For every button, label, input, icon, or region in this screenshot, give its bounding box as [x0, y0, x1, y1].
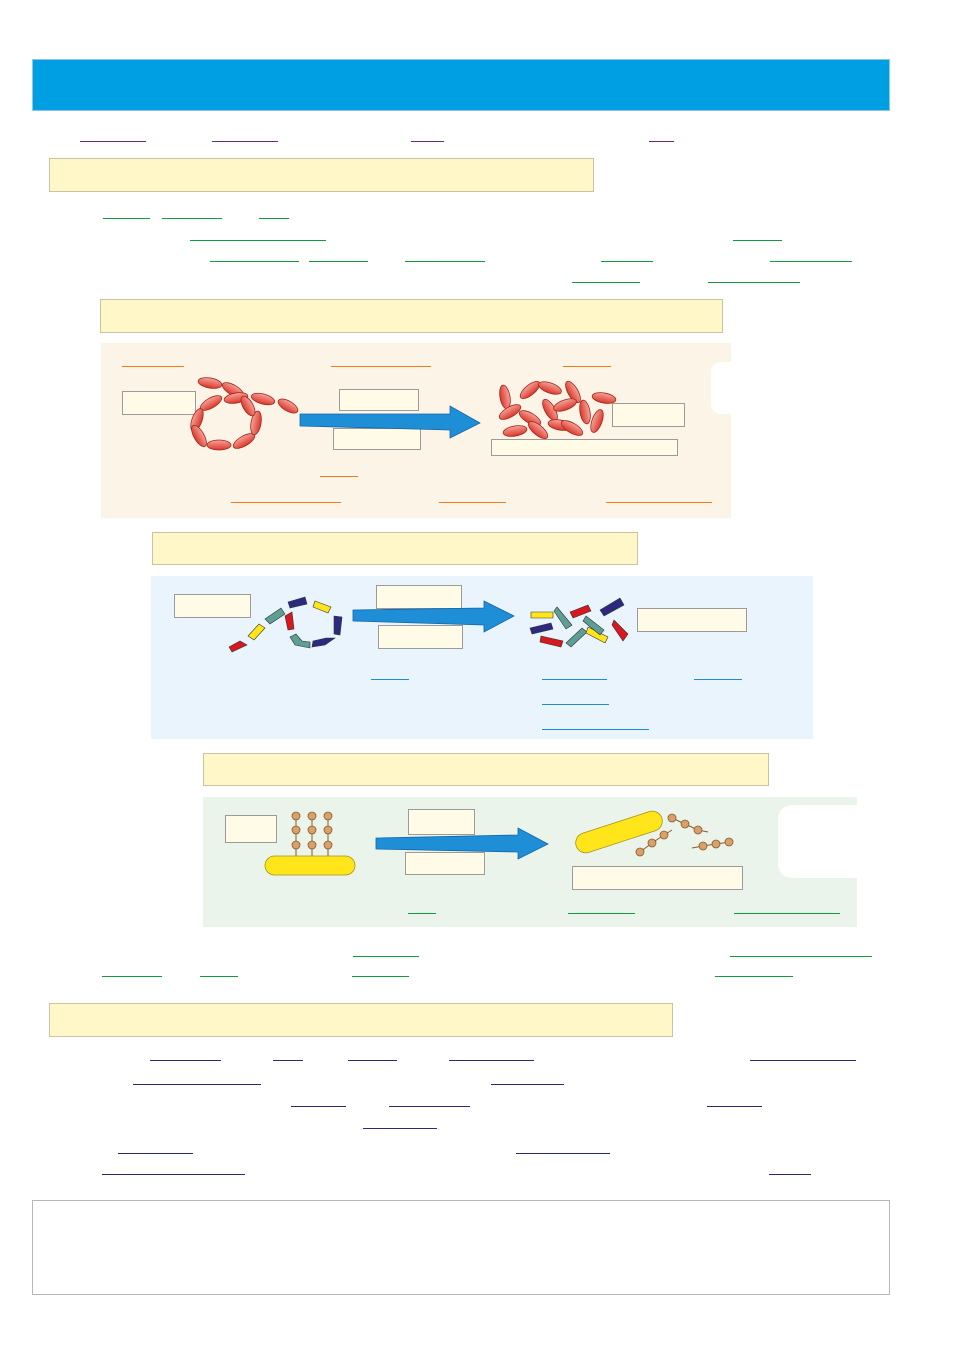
section-heading	[100, 299, 723, 333]
blank-line	[405, 261, 485, 262]
blank-line	[733, 240, 782, 241]
blank-line	[363, 1128, 437, 1129]
label-box	[572, 866, 743, 890]
label-box	[408, 809, 475, 835]
blank-line	[210, 261, 299, 262]
blank-line	[563, 366, 611, 367]
label-box	[612, 403, 685, 427]
blank-line	[715, 976, 793, 977]
label-box	[333, 428, 421, 450]
blank-line	[118, 1153, 193, 1154]
blank-line	[200, 976, 238, 977]
blank-line	[606, 502, 712, 503]
header-bar	[32, 59, 890, 111]
blank-line	[542, 679, 607, 680]
blank-line	[408, 913, 436, 914]
blank-line	[516, 1153, 610, 1154]
blank-line	[707, 1106, 762, 1107]
blank-line	[734, 913, 840, 914]
blank-line	[162, 218, 222, 219]
monomer-cluster-illustration	[498, 380, 617, 440]
panel-tab	[778, 805, 857, 878]
section-heading	[49, 1003, 673, 1037]
blank-line	[259, 218, 289, 219]
blank-line	[80, 141, 146, 142]
blank-line	[190, 240, 326, 241]
blank-line	[150, 1060, 221, 1061]
arrow-icon	[352, 600, 515, 633]
blank-line	[542, 704, 609, 705]
blank-line	[750, 1060, 856, 1061]
blank-line	[273, 1060, 303, 1061]
blank-line	[649, 141, 674, 142]
blank-line	[770, 261, 852, 262]
blank-line	[491, 1084, 564, 1085]
label-box	[378, 625, 463, 649]
section-heading	[203, 753, 769, 786]
blank-line	[542, 729, 649, 730]
blank-line	[352, 976, 409, 977]
blank-line	[122, 366, 184, 367]
label-box	[122, 391, 196, 415]
diagram-panel-secondary	[151, 576, 813, 739]
polymer-chain-illustration	[228, 596, 343, 653]
blank-line	[769, 1174, 811, 1175]
released-chains-illustration	[575, 810, 734, 857]
blank-line	[572, 282, 640, 283]
blank-line	[730, 956, 872, 957]
blank-line	[102, 976, 162, 977]
label-box	[637, 608, 747, 632]
rod-with-chains-illustration	[264, 811, 356, 876]
monomer-cluster-illustration	[529, 597, 629, 648]
notes-box	[32, 1200, 890, 1295]
blank-line	[102, 1174, 245, 1175]
label-box	[225, 815, 277, 843]
blank-line	[231, 502, 341, 503]
arrow-icon	[299, 405, 481, 439]
blank-line	[309, 261, 368, 262]
blank-line	[103, 218, 150, 219]
blank-line	[331, 366, 431, 367]
label-box	[174, 594, 251, 618]
section-heading	[152, 532, 638, 565]
blank-line	[348, 1060, 397, 1061]
blank-line	[411, 141, 444, 142]
section-heading	[49, 158, 594, 192]
blank-line	[694, 679, 742, 680]
panel-tab	[711, 362, 741, 414]
label-box	[405, 852, 485, 875]
blank-line	[320, 476, 358, 477]
blank-line	[708, 282, 800, 283]
label-box	[491, 439, 678, 456]
blank-line	[291, 1106, 346, 1107]
blank-line	[439, 502, 506, 503]
blank-line	[449, 1060, 534, 1061]
blank-line	[389, 1106, 470, 1107]
blank-line	[568, 913, 635, 914]
label-box	[339, 389, 419, 411]
blank-line	[371, 679, 409, 680]
blank-line	[601, 261, 653, 262]
blank-line	[212, 141, 278, 142]
blank-line	[353, 956, 419, 957]
arrow-icon	[375, 827, 549, 860]
blank-line	[133, 1084, 261, 1085]
label-box	[376, 585, 462, 609]
polymer-chain-illustration	[190, 377, 299, 451]
